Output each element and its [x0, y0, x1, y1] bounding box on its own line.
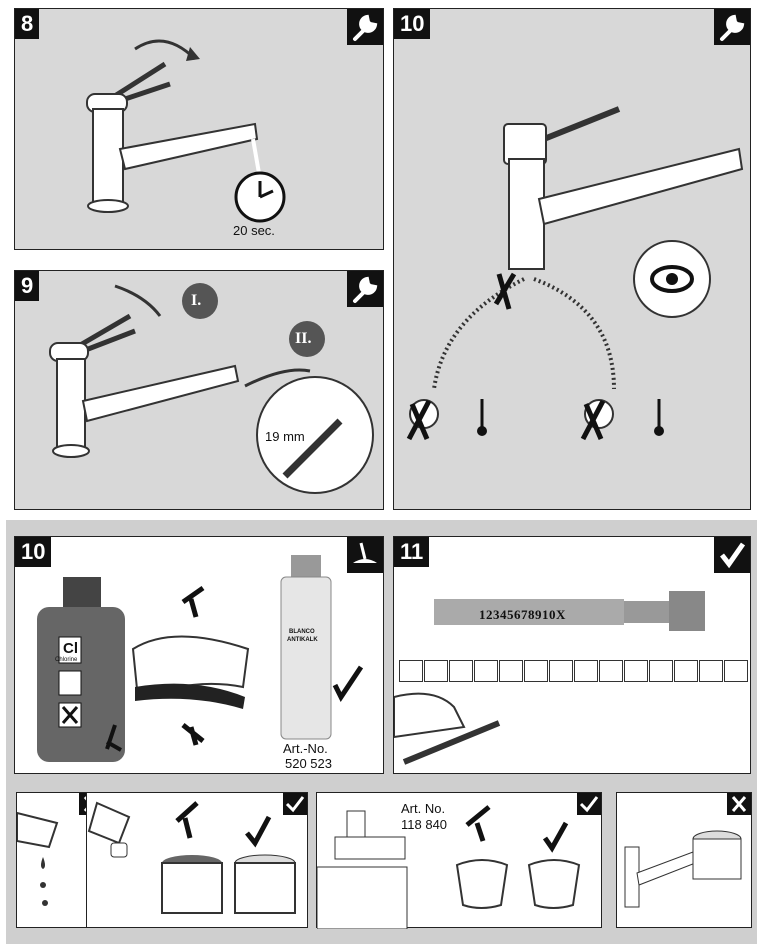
- step-one-label: I.: [191, 292, 202, 309]
- aerator-comparison-illustration: [87, 801, 296, 914]
- panel-step-9: 9 I. II. 19 mm: [14, 270, 384, 510]
- serial-box[interactable]: [549, 660, 573, 682]
- spray-brand: BLANCO: [289, 629, 315, 635]
- check-icon: [577, 793, 601, 815]
- dripping-spout-illustration: [17, 811, 59, 906]
- check-icon: [714, 537, 750, 573]
- step-two-label: II.: [295, 330, 312, 347]
- serial-box[interactable]: [449, 660, 473, 682]
- serial-box[interactable]: [599, 660, 623, 682]
- panel-aerator-clean: [86, 792, 308, 928]
- label-chlorine: Chlorine: [55, 657, 78, 663]
- serial-box[interactable]: [499, 660, 523, 682]
- serial-box[interactable]: [674, 660, 698, 682]
- serial-box[interactable]: [474, 660, 498, 682]
- serial-box[interactable]: [649, 660, 673, 682]
- cleaning-products-illustration: [37, 555, 364, 762]
- hose-record-illustration: [394, 591, 705, 765]
- serial-box[interactable]: [624, 660, 648, 682]
- art-no-label: Art. No.: [401, 801, 446, 816]
- serial-box[interactable]: [524, 660, 548, 682]
- panel-filter-clean: Art. No. 118 840: [316, 792, 602, 929]
- serial-box[interactable]: [399, 660, 423, 682]
- panel-step-10-cleaning: 10 Cl Chlorine BLANCO ANTIKALK Art.-No. …: [14, 536, 384, 774]
- filter-basket-illustration: [317, 805, 581, 929]
- eye-icon: [654, 261, 690, 297]
- wrench-icon: [714, 9, 750, 45]
- spray-name: ANTIKALK: [287, 637, 318, 643]
- serial-entry-boxes: [399, 660, 748, 682]
- aerator-removal-illustration: [49, 283, 374, 494]
- faucet-illustration: [86, 39, 286, 223]
- serial-box[interactable]: [699, 660, 723, 682]
- serial-box[interactable]: [424, 660, 448, 682]
- wrench-size-label: 19 mm: [265, 429, 305, 444]
- cross-icon: [727, 793, 751, 815]
- label-cl: Cl: [63, 640, 78, 657]
- cleaning-icon: [347, 537, 383, 573]
- wrench-icon: [347, 271, 383, 307]
- serial-box[interactable]: [574, 660, 598, 682]
- panel-no-abrasive: [616, 792, 752, 928]
- art-no-label: Art.-No.: [283, 741, 328, 756]
- timer-label: 20 sec.: [233, 223, 275, 238]
- step-number: 9: [15, 271, 40, 301]
- step-number: 10: [394, 9, 431, 39]
- wrench-icon: [347, 9, 383, 45]
- check-icon: [283, 793, 307, 815]
- serial-box[interactable]: [724, 660, 748, 682]
- hose-serial-code: 12345678910X: [479, 607, 566, 622]
- panel-step-10-inspect: 10: [393, 8, 751, 510]
- faucet-bucket-illustration: [624, 830, 742, 908]
- step-number: 10: [15, 537, 52, 567]
- art-no-value: 520 523: [285, 756, 332, 771]
- step-number: 8: [15, 9, 40, 39]
- leak-inspection-illustration: [406, 106, 744, 441]
- panel-step-8: 8 20 sec.: [14, 8, 384, 250]
- panel-step-11: 11 12345678910X: [393, 536, 751, 774]
- art-no-value: 118 840: [401, 817, 448, 832]
- step-number: 11: [394, 537, 430, 567]
